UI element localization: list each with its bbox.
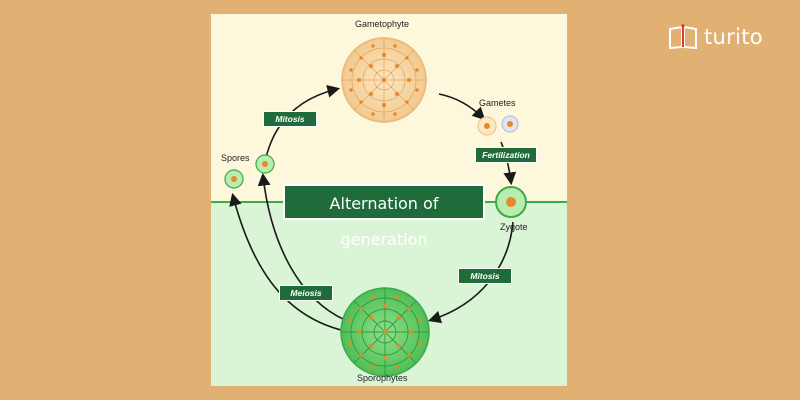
brand-name: turito — [704, 25, 763, 49]
spore-cell-outer — [224, 169, 244, 189]
diagram-title: Alternation of generation — [283, 184, 485, 249]
label-sporophytes: Sporophytes — [357, 373, 408, 383]
tag-mitosis-bottom: Mitosis — [458, 268, 512, 284]
spore-cell-inner — [255, 154, 275, 174]
diagram-panel: Gametophyte Gametes Zygote Sporophytes S… — [211, 14, 567, 386]
tag-meiosis: Meiosis — [279, 285, 333, 301]
gametophyte-cell-mass — [341, 37, 427, 123]
arrow-sporophyte-to-spore-inner — [257, 172, 346, 321]
zygote-cell — [495, 186, 527, 218]
label-gametophyte: Gametophyte — [355, 19, 410, 29]
label-spores: Spores — [221, 153, 250, 163]
book-icon — [669, 24, 697, 50]
brand-logo: turito — [668, 24, 763, 50]
tag-mitosis-top: Mitosis — [263, 111, 317, 127]
gamete-sperm — [501, 115, 519, 133]
life-cycle-diagram — [211, 37, 567, 377]
label-gametes: Gametes — [479, 98, 516, 108]
arrow-gametophyte-to-gametes — [438, 93, 486, 121]
arrow-sporophyte-to-spore-outer — [229, 192, 342, 331]
tag-fertilization: Fertilization — [475, 147, 537, 163]
gamete-egg — [477, 116, 497, 136]
label-zygote: Zygote — [500, 222, 528, 232]
sporophyte-cell-mass — [340, 287, 430, 377]
